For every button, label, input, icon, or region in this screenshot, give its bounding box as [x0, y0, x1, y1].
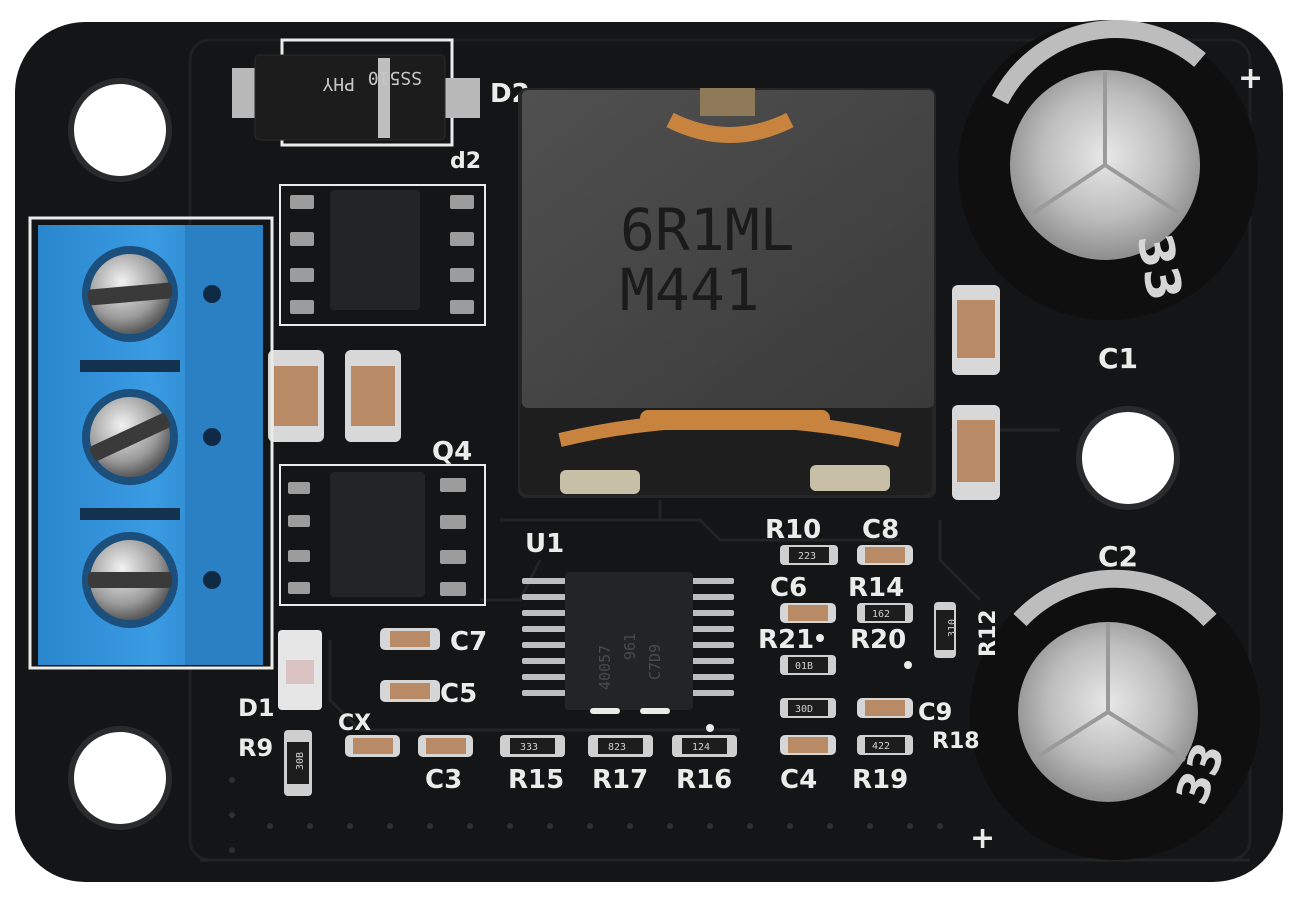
smd-code-c9: 30D	[795, 704, 813, 715]
smd-code-r17: 823	[608, 742, 626, 753]
smd-code-r9: 30B	[295, 752, 306, 770]
label-c7: C7	[450, 627, 487, 657]
mosfet-q4: Q4	[279, 437, 486, 606]
label-r19: R19	[852, 765, 908, 795]
label-r15: R15	[508, 765, 564, 795]
mosfet-upper	[279, 184, 486, 326]
smd-c8: C8	[857, 515, 913, 565]
screw-1	[82, 246, 178, 342]
smd-code-r19: 422	[872, 741, 890, 752]
label-r14: R14	[848, 573, 904, 603]
label-r12: R12	[976, 609, 1001, 657]
smd-c7: C7	[380, 627, 487, 657]
smd-caps-left	[268, 350, 401, 442]
ic-u1: 40057 961 C7D9 U1	[522, 529, 734, 732]
capacitor-c1-plus: +	[1238, 61, 1263, 96]
label-c8: C8	[862, 515, 899, 545]
capacitor-c1: 33 + C1	[958, 20, 1263, 375]
smd-code-r15: 333	[520, 742, 538, 753]
resistor-r9: 30B R9	[238, 730, 312, 796]
smd-cx: CX	[338, 711, 400, 757]
label-r17: R17	[592, 765, 648, 795]
smd-code-r16: 124	[692, 742, 710, 753]
smd-r19: 422 R19	[852, 735, 913, 795]
led-d1: D1	[238, 630, 322, 722]
ic-u1-line2: 961	[621, 633, 639, 660]
smd-c6: C6	[770, 573, 836, 623]
capacitor-c1-label: C1	[1098, 342, 1138, 375]
capacitor-c2-label: C2	[1098, 540, 1138, 573]
label-r10: R10	[765, 515, 821, 545]
capacitor-c2-plus: +	[970, 821, 995, 856]
terminal-block	[28, 216, 274, 670]
capacitor-c1-print: 33	[1126, 229, 1193, 305]
smd-r21: 01B R21	[758, 625, 836, 675]
smd-caps-right	[952, 285, 1000, 500]
label-d1: D1	[238, 694, 275, 722]
smd-c9: C9	[857, 698, 952, 726]
mosfet-q4-label: Q4	[432, 437, 472, 467]
diode-d2-sublabel: d2	[450, 149, 481, 174]
smd-code-r10: 223	[798, 551, 816, 562]
label-cx: CX	[338, 711, 371, 736]
ic-u1-label: U1	[525, 529, 564, 559]
label-c9: C9	[918, 698, 952, 726]
pcb-traces	[200, 428, 1250, 862]
smd-r16: 124 R16	[672, 735, 737, 795]
inductor-line2: M441	[620, 256, 760, 324]
diode-d2-line1: PHY	[322, 73, 355, 94]
smd-r12: 310 R12	[934, 602, 1001, 658]
label-r20: R20	[850, 625, 906, 655]
smd-c4: C4	[780, 735, 836, 795]
ic-u1-line1: 40057	[596, 645, 614, 690]
label-c3: C3	[425, 765, 462, 795]
inductor: 6R1ML M441	[518, 88, 936, 498]
smd-r14: 162 R14	[848, 573, 913, 623]
smd-code-r12: 310	[947, 619, 958, 637]
mounting-holes	[68, 78, 1180, 830]
smd-r10: 223 R10	[765, 515, 838, 565]
label-r18: R18	[932, 729, 980, 754]
label-r20-group: R20	[816, 625, 912, 669]
screw-3	[82, 532, 178, 628]
label-r16: R16	[676, 765, 732, 795]
label-r21: R21	[758, 625, 814, 655]
diode-d2: PHY SS510 D2 d2	[232, 38, 530, 174]
smd-c5: C5	[380, 679, 477, 709]
smd-code-r14: 162	[872, 609, 890, 620]
diode-d2-line2: SS510	[368, 67, 422, 88]
smd-c3: C3	[418, 735, 473, 795]
smd-code-r21: 01B	[795, 661, 813, 672]
via-row	[229, 777, 943, 853]
label-c5: C5	[440, 679, 477, 709]
smd-r17: 823 R17	[588, 735, 653, 795]
inductor-line1: 6R1ML	[620, 196, 795, 264]
label-c4: C4	[780, 765, 817, 795]
capacitor-c2: 33 + C2	[970, 540, 1260, 860]
smd-r15: 333 R15	[500, 735, 565, 795]
label-c6: C6	[770, 573, 807, 603]
label-r9: R9	[238, 734, 273, 762]
screw-2	[82, 389, 178, 485]
smd-c9-part: 30D	[780, 698, 836, 718]
ic-u1-line3: C7D9	[646, 644, 664, 680]
